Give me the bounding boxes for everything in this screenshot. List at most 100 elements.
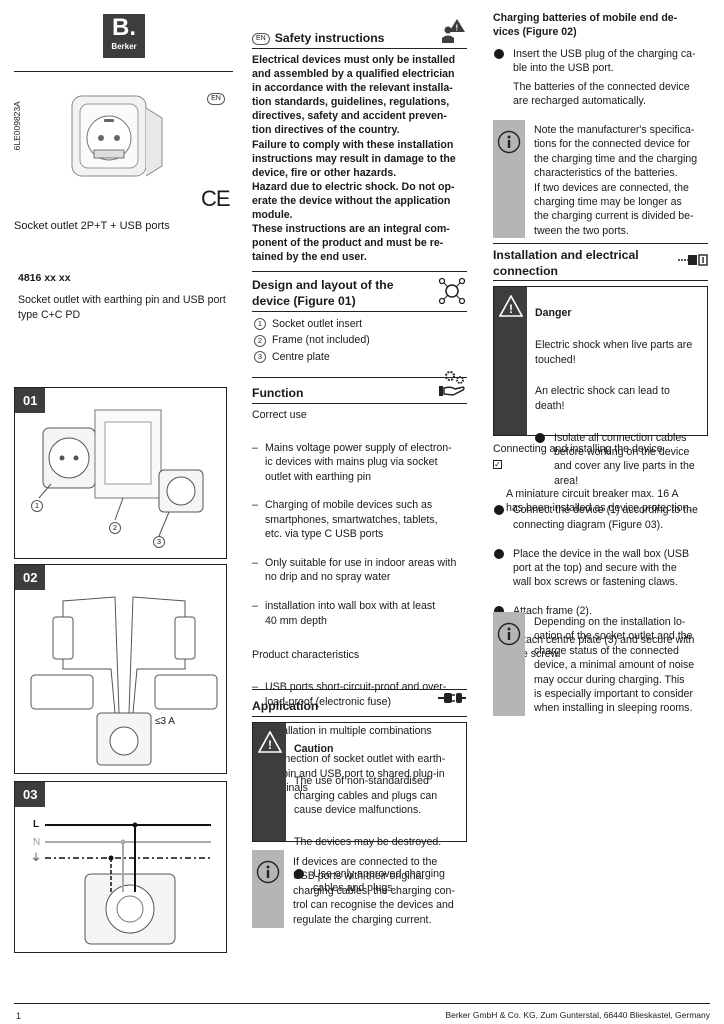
install-step-text: Attach frame (2). (513, 605, 592, 618)
figure-02-current-label: ≤3 A (155, 716, 175, 727)
safety-header: EN Safety instructions (252, 31, 384, 47)
caution-action-text: Use only approved charging cables and pl… (313, 867, 445, 895)
install-step: Connect the device (1) according to the … (494, 503, 708, 532)
safety-line: tion standards, guidelines, regulations, (252, 96, 450, 109)
brand-logo: B. Berker (103, 14, 145, 58)
svg-text:!: ! (509, 302, 513, 316)
precheck-text: A miniature circuit breaker max. 16 A ha… (506, 487, 692, 515)
caution-box: ! Caution The use of non-standardised ch… (252, 722, 467, 894)
figure-02: 02 ≤3 A (14, 564, 227, 774)
figure-03-label: 03 (15, 782, 46, 807)
safety-line: tained by the end user. (252, 251, 367, 264)
design-underline (252, 311, 467, 312)
company-address: Berker GmbH & Co. KG, Zum Gunterstal, 66… (445, 1010, 710, 1020)
figure-03: 03 L N ⏚ (14, 781, 227, 953)
info-side (252, 850, 284, 928)
install-step-text: Connect the device (1) according to the … (513, 504, 698, 531)
application-rule (252, 689, 467, 690)
function-title: Function (252, 386, 304, 400)
installation-title: Installation and electrical connection (493, 248, 639, 278)
list-item: Only suitable for use in indoor areas wi… (252, 556, 467, 585)
safety-line: tion directives of the country. (252, 124, 400, 137)
correct-use-list: Mains voltage power supply of electron- … (252, 426, 467, 642)
bullet-icon (494, 505, 504, 516)
safety-line: and assembled by a qualified electrician (252, 68, 455, 81)
language-badge: EN (207, 93, 225, 105)
figure-01-callout-1: 1 (31, 500, 43, 512)
charging-step: Insert the USB plug of the charging ca- … (494, 47, 708, 76)
safety-line: ponent of the product and must be re- (252, 237, 444, 250)
part-label: Frame (not included) (272, 334, 370, 347)
safety-line: module. (252, 209, 293, 222)
figure-01-label: 01 (15, 388, 46, 413)
danger-action-text: Isolate all connection cables before wor… (554, 431, 695, 487)
list-item: installation into wall box with at least… (252, 599, 467, 628)
danger-text: Electric shock when live parts are touch… (535, 339, 693, 366)
design-part-item: 3 Centre plate (254, 350, 370, 364)
info-icon (256, 860, 280, 884)
safety-line: erate the device without the application (252, 194, 451, 207)
figure-01: 01 1 2 3 (14, 387, 227, 559)
safety-lang-badge: EN (252, 32, 270, 45)
language-badge-text: EN (211, 95, 221, 102)
safety-line: in accordance with the relevant installa… (252, 82, 453, 95)
figure-01-callout-2: 2 (109, 522, 121, 534)
charging-step-text: Insert the USB plug of the charging ca- … (513, 48, 696, 75)
part-number: 3 (254, 351, 266, 364)
charging-note: The batteries of the connected device ar… (513, 81, 690, 108)
article-number: 4816 xx xx (18, 272, 71, 284)
application-info-box: If devices are connected to the USB port… (252, 850, 467, 928)
correct-use-heading: Correct use (252, 409, 307, 421)
network-icon (438, 277, 466, 305)
page-number: 1 (16, 1011, 22, 1021)
list-item: Charging of mobile devices such as smart… (252, 498, 467, 541)
installation-rule (493, 243, 708, 244)
danger-text: An electric shock can lead to death! (535, 385, 670, 412)
function-rule (252, 377, 467, 378)
charging-info-box: Note the manufacturer's specifica- tions… (493, 120, 708, 238)
function-content: Correct use Mains voltage power supply o… (252, 408, 467, 810)
info-side (493, 120, 525, 238)
warning-triangle-icon: ! (498, 295, 523, 317)
part-label: Centre plate (272, 350, 330, 363)
bullet-icon (494, 548, 504, 559)
svg-text:!: ! (268, 738, 272, 752)
bullet-icon (535, 432, 545, 443)
figure-02-drawing (30, 596, 218, 766)
caution-side: ! (253, 723, 286, 841)
warning-person-icon: ! (442, 19, 465, 43)
caution-title: Caution (294, 743, 334, 756)
footer-rule (14, 1003, 710, 1004)
installation-underline (493, 280, 708, 281)
install-step: Place the device in the wall box (USB po… (494, 547, 708, 590)
design-title-line: Design and layout of the (252, 278, 394, 292)
install-step: Attach frame (2). (494, 604, 708, 618)
part-label: Socket outlet insert (272, 318, 363, 330)
function-underline (252, 403, 467, 404)
danger-box: ! Danger Electric shock when live parts … (493, 286, 708, 487)
application-underline (252, 716, 467, 717)
doc-code: 6LE009823A (12, 101, 23, 151)
installation-info-box: Depending on the installation lo- cation… (493, 612, 708, 716)
application-title: Application (252, 699, 319, 713)
list-item: USB ports short-circuit-proof and over- … (252, 680, 467, 709)
gear-hand-icon (439, 371, 465, 396)
figure-03-drawing (45, 822, 211, 945)
precheck-item: ✓ A miniature circuit breaker max. 16 A … (493, 458, 708, 516)
info-side (493, 612, 525, 716)
safety-title: Safety instructions (274, 31, 385, 45)
danger-title: Danger (535, 307, 572, 320)
safety-line: These instructions are an integral com- (252, 223, 450, 236)
install-step-text: Place the device in the wall box (USB po… (513, 547, 690, 589)
figure-01-drawing (38, 409, 204, 537)
wire-label-pe: ⏚ (31, 853, 41, 864)
ce-mark: CE (201, 186, 231, 211)
product-description: Socket outlet with earthing pin and USB … (18, 294, 226, 321)
bullet-icon (294, 868, 304, 879)
caution-text: The use of non-standardised charging cab… (294, 775, 438, 817)
design-title: Design and layout of the device (Figure … (252, 278, 394, 310)
characteristics-list: USB ports short-circuit-proof and over- … (252, 666, 467, 810)
figure-02-label: 02 (15, 565, 46, 590)
